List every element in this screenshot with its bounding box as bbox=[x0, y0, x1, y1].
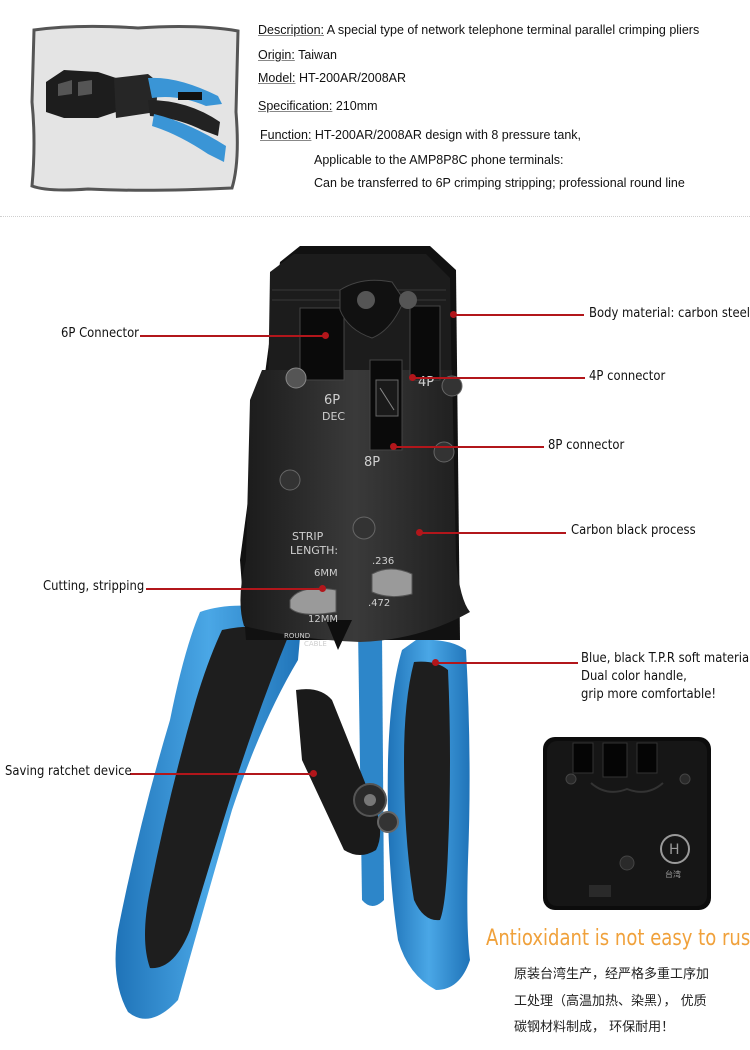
function-line-3: Can be transferred to 6P crimping stripp… bbox=[314, 176, 685, 190]
chinese-line-1: 原装台湾生产，经严格多重工序加 bbox=[514, 967, 710, 982]
leader-6p bbox=[140, 335, 325, 337]
marking-dec: DEC bbox=[322, 410, 345, 423]
spec-function: Function: HT-200AR/2008AR design with 8 … bbox=[260, 128, 581, 143]
chinese-line-3: 碳钢材料制成， 环保耐用！ bbox=[514, 1020, 675, 1035]
specification-label: Specification: bbox=[258, 99, 333, 113]
function-line-1: HT-200AR/2008AR design with 8 pressure t… bbox=[311, 128, 582, 142]
rust-headline: Antioxidant is not easy to rust. bbox=[486, 926, 750, 951]
callout-4p-connector: 4P connector bbox=[589, 368, 666, 384]
inset-closeup-photo: H 台湾 bbox=[543, 737, 711, 910]
spec-origin: Origin: Taiwan bbox=[258, 48, 337, 63]
leader-cutting bbox=[146, 588, 322, 590]
leader-dot-carbon bbox=[416, 529, 423, 536]
origin-label: Origin: bbox=[258, 48, 295, 62]
leader-handle bbox=[436, 662, 578, 664]
marking-6p: 6P bbox=[324, 393, 340, 408]
product-thumbnail bbox=[30, 24, 240, 192]
inset-logo-text: 台湾 bbox=[665, 869, 681, 879]
leader-dot-4p bbox=[409, 374, 416, 381]
leader-dot-ratchet bbox=[310, 770, 317, 777]
leader-dot-handle bbox=[432, 659, 439, 666]
origin-value: Taiwan bbox=[294, 48, 337, 62]
marking-472: .472 bbox=[368, 598, 390, 609]
chinese-line-2: 工处理（高温加热、染黑）， 优质 bbox=[514, 994, 707, 1009]
callout-6p-connector: 6P Connector bbox=[61, 325, 139, 341]
marking-6mm: 6MM bbox=[314, 568, 338, 579]
spec-description: Description: A special type of network t… bbox=[258, 23, 699, 38]
callout-cutting-stripping: Cutting, stripping bbox=[43, 578, 145, 594]
specification-value: 210mm bbox=[332, 99, 378, 113]
callout-body-material: Body material: carbon steel bbox=[589, 305, 750, 321]
marking-236: .236 bbox=[372, 556, 394, 567]
callout-handle-grip: grip more comfortable! bbox=[581, 686, 717, 702]
leader-ratchet bbox=[130, 773, 314, 775]
marking-strip: STRIP bbox=[292, 530, 324, 543]
leader-dot-6p bbox=[322, 332, 329, 339]
leader-dot-8p bbox=[390, 443, 397, 450]
model-label: Model: bbox=[258, 71, 296, 85]
callout-carbon-black: Carbon black process bbox=[571, 522, 696, 538]
description-value: A special type of network telephone term… bbox=[324, 23, 700, 37]
crimping-tool-image: 6P DEC 4P 8P STRIP LENGTH: 6MM 12MM .236… bbox=[115, 246, 470, 1019]
spec-specification: Specification: 210mm bbox=[258, 99, 378, 114]
callout-handle-dual: Dual color handle, bbox=[581, 668, 687, 684]
callout-8p-connector: 8P connector bbox=[548, 437, 625, 453]
leader-carbon bbox=[420, 532, 566, 534]
callout-handle-material: Blue, black T.P.R soft material bbox=[581, 650, 750, 666]
model-value: HT-200AR/2008AR bbox=[295, 71, 407, 85]
marking-length: LENGTH: bbox=[290, 544, 338, 557]
marking-round: ROUND bbox=[284, 632, 310, 640]
spec-model: Model: HT-200AR/2008AR bbox=[258, 71, 406, 86]
function-label: Function: bbox=[260, 128, 312, 142]
description-label: Description: bbox=[258, 23, 324, 37]
leader-dot-cutting bbox=[319, 585, 326, 592]
function-line-2: Applicable to the AMP8P8C phone terminal… bbox=[314, 153, 564, 167]
callout-ratchet: Saving ratchet device bbox=[5, 763, 132, 779]
marking-8p: 8P bbox=[364, 455, 380, 470]
section-divider bbox=[0, 216, 750, 217]
marking-cable: CABLE bbox=[304, 640, 327, 648]
leader-8p bbox=[394, 446, 544, 448]
marking-12mm: 12MM bbox=[308, 614, 338, 625]
leader-4p bbox=[412, 377, 585, 379]
inset-logo-letter: H bbox=[669, 842, 680, 858]
leader-dot-body bbox=[450, 311, 457, 318]
leader-body bbox=[454, 314, 584, 316]
inset-logo: H 台湾 bbox=[660, 834, 690, 879]
